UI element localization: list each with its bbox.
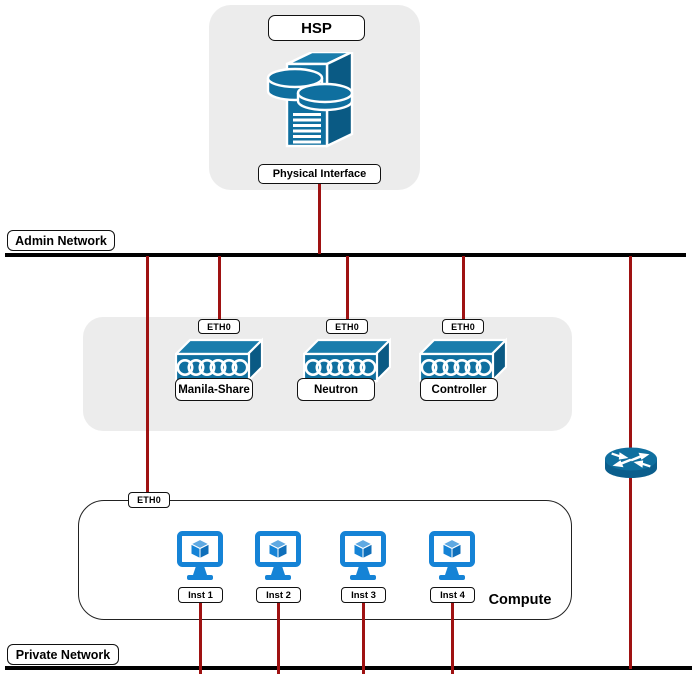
manila-share-label: Manila-Share bbox=[175, 378, 253, 401]
link-inst3-to-private bbox=[362, 603, 365, 674]
controller-eth0-label: ETH0 bbox=[442, 319, 484, 334]
hsp-node-label: HSP bbox=[268, 15, 365, 41]
link-inst2-to-private bbox=[277, 603, 280, 674]
inst2-vm-instance-icon bbox=[255, 531, 301, 585]
private-network-label: Private Network bbox=[7, 644, 119, 665]
inst4-vm-instance-icon bbox=[429, 531, 475, 585]
physical-interface-label: Physical Interface bbox=[258, 164, 381, 184]
compute-eth0-label: ETH0 bbox=[128, 492, 170, 508]
inst2-label: Inst 2 bbox=[256, 587, 301, 603]
controller-switch-icon bbox=[419, 337, 507, 383]
inst1-vm-instance-icon bbox=[177, 531, 223, 585]
link-admin-to-manila bbox=[218, 256, 221, 322]
link-hsp-to-admin bbox=[318, 183, 321, 254]
neutron-eth0-label: ETH0 bbox=[326, 319, 368, 334]
link-admin-to-controller bbox=[462, 256, 465, 322]
compute-title: Compute bbox=[488, 592, 552, 608]
private-network-line bbox=[5, 666, 692, 670]
admin-network-label: Admin Network bbox=[7, 230, 115, 251]
link-inst1-to-private bbox=[199, 603, 202, 674]
admin-network-line bbox=[5, 253, 686, 257]
inst3-vm-instance-icon bbox=[340, 531, 386, 585]
manila-eth0-label: ETH0 bbox=[198, 319, 240, 334]
controller-label: Controller bbox=[420, 378, 498, 401]
link-inst4-to-private bbox=[451, 603, 454, 674]
link-admin-to-compute bbox=[146, 256, 149, 495]
inst4-label: Inst 4 bbox=[430, 587, 475, 603]
inst3-label: Inst 3 bbox=[341, 587, 386, 603]
storage-server-icon bbox=[266, 52, 354, 148]
router-icon bbox=[605, 447, 657, 478]
inst1-label: Inst 1 bbox=[178, 587, 223, 603]
compute-group-box bbox=[78, 500, 572, 620]
manila-switch-icon bbox=[175, 337, 263, 383]
link-admin-to-neutron bbox=[346, 256, 349, 322]
neutron-label: Neutron bbox=[297, 378, 375, 401]
neutron-switch-icon bbox=[303, 337, 391, 383]
